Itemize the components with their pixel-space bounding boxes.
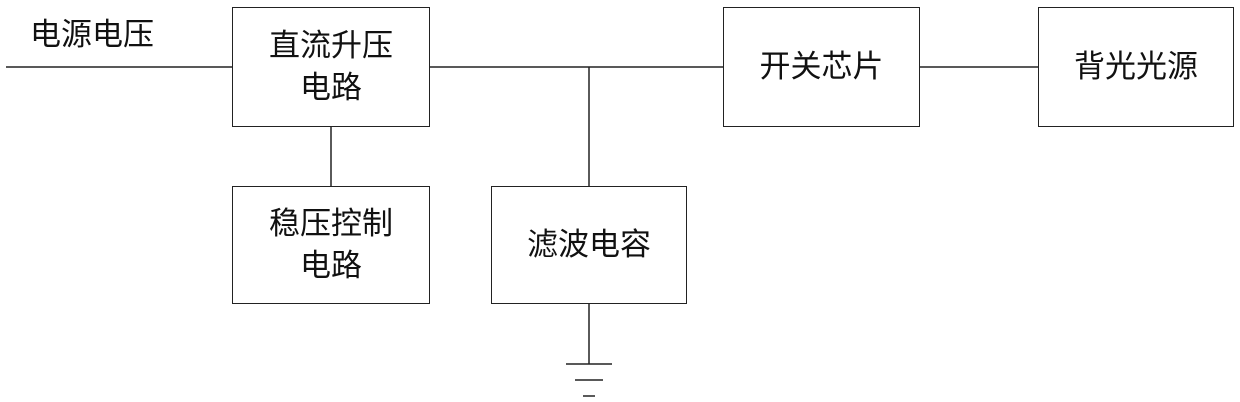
voltage-regulator-block: 稳压控制 电路: [232, 186, 430, 304]
input-voltage-label: 电源电压: [30, 14, 154, 56]
filter-capacitor-label: 滤波电容: [527, 224, 651, 266]
switch-chip-label: 开关芯片: [760, 46, 884, 88]
backlight-source-label: 背光光源: [1074, 46, 1198, 88]
voltage-regulator-label: 稳压控制 电路: [269, 203, 393, 287]
dc-boost-circuit-block: 直流升压 电路: [232, 7, 430, 127]
ground-icon: [566, 364, 612, 396]
backlight-source-block: 背光光源: [1038, 7, 1234, 127]
switch-chip-block: 开关芯片: [723, 7, 920, 127]
dc-boost-circuit-label: 直流升压 电路: [269, 25, 393, 109]
filter-capacitor-block: 滤波电容: [491, 186, 687, 304]
